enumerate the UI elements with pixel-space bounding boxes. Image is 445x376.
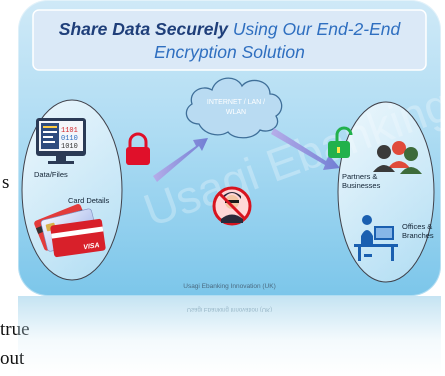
svg-text:1101: 1101 — [61, 127, 78, 135]
headline: Share Data Securely Using Our End-2-End … — [18, 18, 441, 64]
arrow-to-partners — [271, 128, 340, 170]
office-desk-icon — [354, 215, 398, 261]
headline-light: Using Our End-2-End Encryption Solution — [154, 19, 401, 62]
headline-bold: Share Data Securely — [58, 19, 229, 39]
credit-cards-icon: VISA VISA — [34, 203, 106, 258]
footer-credit: Usagi Ebanking Innovation (UK) — [183, 283, 276, 290]
partners-people-icon — [373, 141, 422, 174]
label-offices: Offices & Branches — [402, 222, 434, 240]
monitor-icon: 1101 0110 1010 — [36, 118, 86, 164]
label-partners: Partners & Businesses — [342, 172, 381, 190]
svg-text:1010: 1010 — [61, 143, 78, 151]
diagram-graphics: 1101 0110 1010 VISA VISA — [21, 9, 435, 283]
arrow-to-cloud — [153, 138, 208, 182]
hacker-blocked-icon — [212, 186, 252, 226]
title-band — [32, 9, 427, 71]
locked-padlock-icon — [126, 132, 150, 165]
card-reflection: Usagi Ebanking Innovation (UK) — [18, 296, 441, 376]
label-card-details: Card Details — [68, 196, 110, 205]
unlocked-padlock-icon — [328, 126, 353, 158]
label-internet: INTERNET / LAN / WLAN — [206, 99, 266, 116]
page-fragment-s: s — [2, 172, 10, 193]
diagram-card: Usagi Ebanking — [18, 0, 441, 296]
internet-cloud-icon — [185, 77, 283, 139]
right-oval — [337, 101, 435, 283]
svg-text:VISA: VISA — [83, 242, 100, 251]
svg-text:0110: 0110 — [61, 135, 78, 143]
footer-reflection: Usagi Ebanking Innovation (UK) — [186, 306, 273, 312]
label-data-files: Data/Files — [34, 170, 68, 179]
